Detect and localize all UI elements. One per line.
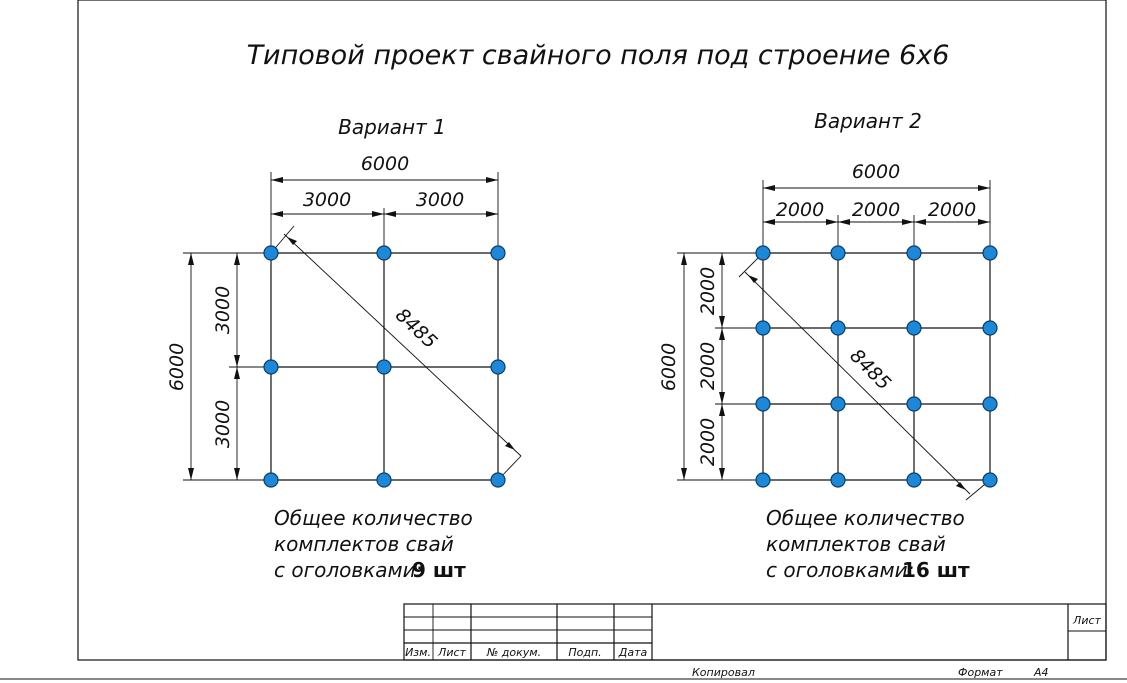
v2-note-line-3: с оголовками: (766, 558, 914, 582)
tb-header-sheet: Лист (437, 646, 466, 659)
variant-2: Вариант 2 6000 2000 2000 2000 (658, 109, 998, 582)
v2-side-seg-1: 2000 (697, 267, 719, 315)
drawing-title: Типовой проект свайного поля под строени… (247, 40, 950, 71)
v1-diagonal-line (283, 233, 522, 457)
pile (490, 472, 506, 488)
pile (376, 359, 392, 375)
v2-side-total: 6000 (658, 343, 680, 391)
tb-format-value: А4 (1033, 666, 1049, 679)
pile (830, 472, 846, 488)
pile (755, 245, 771, 261)
v1-side-seg-2: 3000 (212, 400, 234, 448)
variant-1-label: Вариант 1 (338, 115, 446, 139)
pile (263, 359, 279, 375)
pile (982, 245, 998, 261)
pile (830, 245, 846, 261)
v2-side-seg-2: 2000 (697, 342, 719, 390)
v2-diagonal: 8485 (845, 345, 895, 395)
tb-header-doc-number: № докум. (486, 646, 541, 659)
v1-diagonal: 8485 (391, 304, 441, 353)
v1-seg-width-2: 3000 (416, 189, 464, 211)
title-block: Изм. Лист № докум. Подп. Дата Лист Копир… (403, 603, 1107, 679)
tb-copied: Копировал (692, 666, 755, 679)
v2-diagonal-line (744, 271, 971, 495)
tb-header-signature: Подп. (568, 646, 601, 659)
v1-side-seg-1: 3000 (212, 286, 234, 334)
pile (982, 472, 998, 488)
v1-note-line-1: Общее количество (274, 506, 473, 530)
tb-format-label: Формат (958, 666, 1003, 679)
pile (376, 245, 392, 261)
pile (982, 396, 998, 412)
pile (982, 320, 998, 336)
v2-seg-width-1: 2000 (776, 199, 824, 221)
pile (755, 472, 771, 488)
tb-sheet-label: Лист (1072, 614, 1101, 627)
tb-header-change: Изм. (405, 646, 431, 659)
v2-pile-count: 16 шт (902, 558, 970, 582)
pile (490, 359, 506, 375)
v2-piles (755, 245, 998, 488)
v2-seg-width-3: 2000 (928, 199, 976, 221)
pile (755, 396, 771, 412)
v1-piles (263, 245, 506, 488)
pile (906, 472, 922, 488)
pile (830, 320, 846, 336)
v1-side-total: 6000 (166, 343, 188, 391)
v1-note-line-2: комплектов свай (274, 532, 454, 556)
v2-seg-width-2: 2000 (852, 199, 900, 221)
pile (263, 472, 279, 488)
v2-note-line-1: Общее количество (766, 506, 965, 530)
v2-note-line-2: комплектов свай (766, 532, 946, 556)
v1-pile-count: 9 шт (412, 558, 466, 582)
v1-note-line-3: с оголовками: (274, 558, 422, 582)
pile (490, 245, 506, 261)
pile (830, 396, 846, 412)
v1-seg-width-1: 3000 (303, 189, 351, 211)
v2-side-seg-3: 2000 (697, 418, 719, 466)
pile (906, 396, 922, 412)
pile (755, 320, 771, 336)
v2-total-width: 6000 (852, 161, 900, 183)
v2-grid (762, 252, 991, 481)
v1-total-width: 6000 (361, 153, 409, 175)
pile (376, 472, 392, 488)
variant-2-label: Вариант 2 (814, 109, 922, 133)
pile (906, 245, 922, 261)
variant-1: Вариант 1 6000 3000 3000 6000 3000 3000 (166, 115, 522, 582)
pile (263, 245, 279, 261)
tb-header-date: Дата (618, 646, 648, 659)
pile (906, 320, 922, 336)
